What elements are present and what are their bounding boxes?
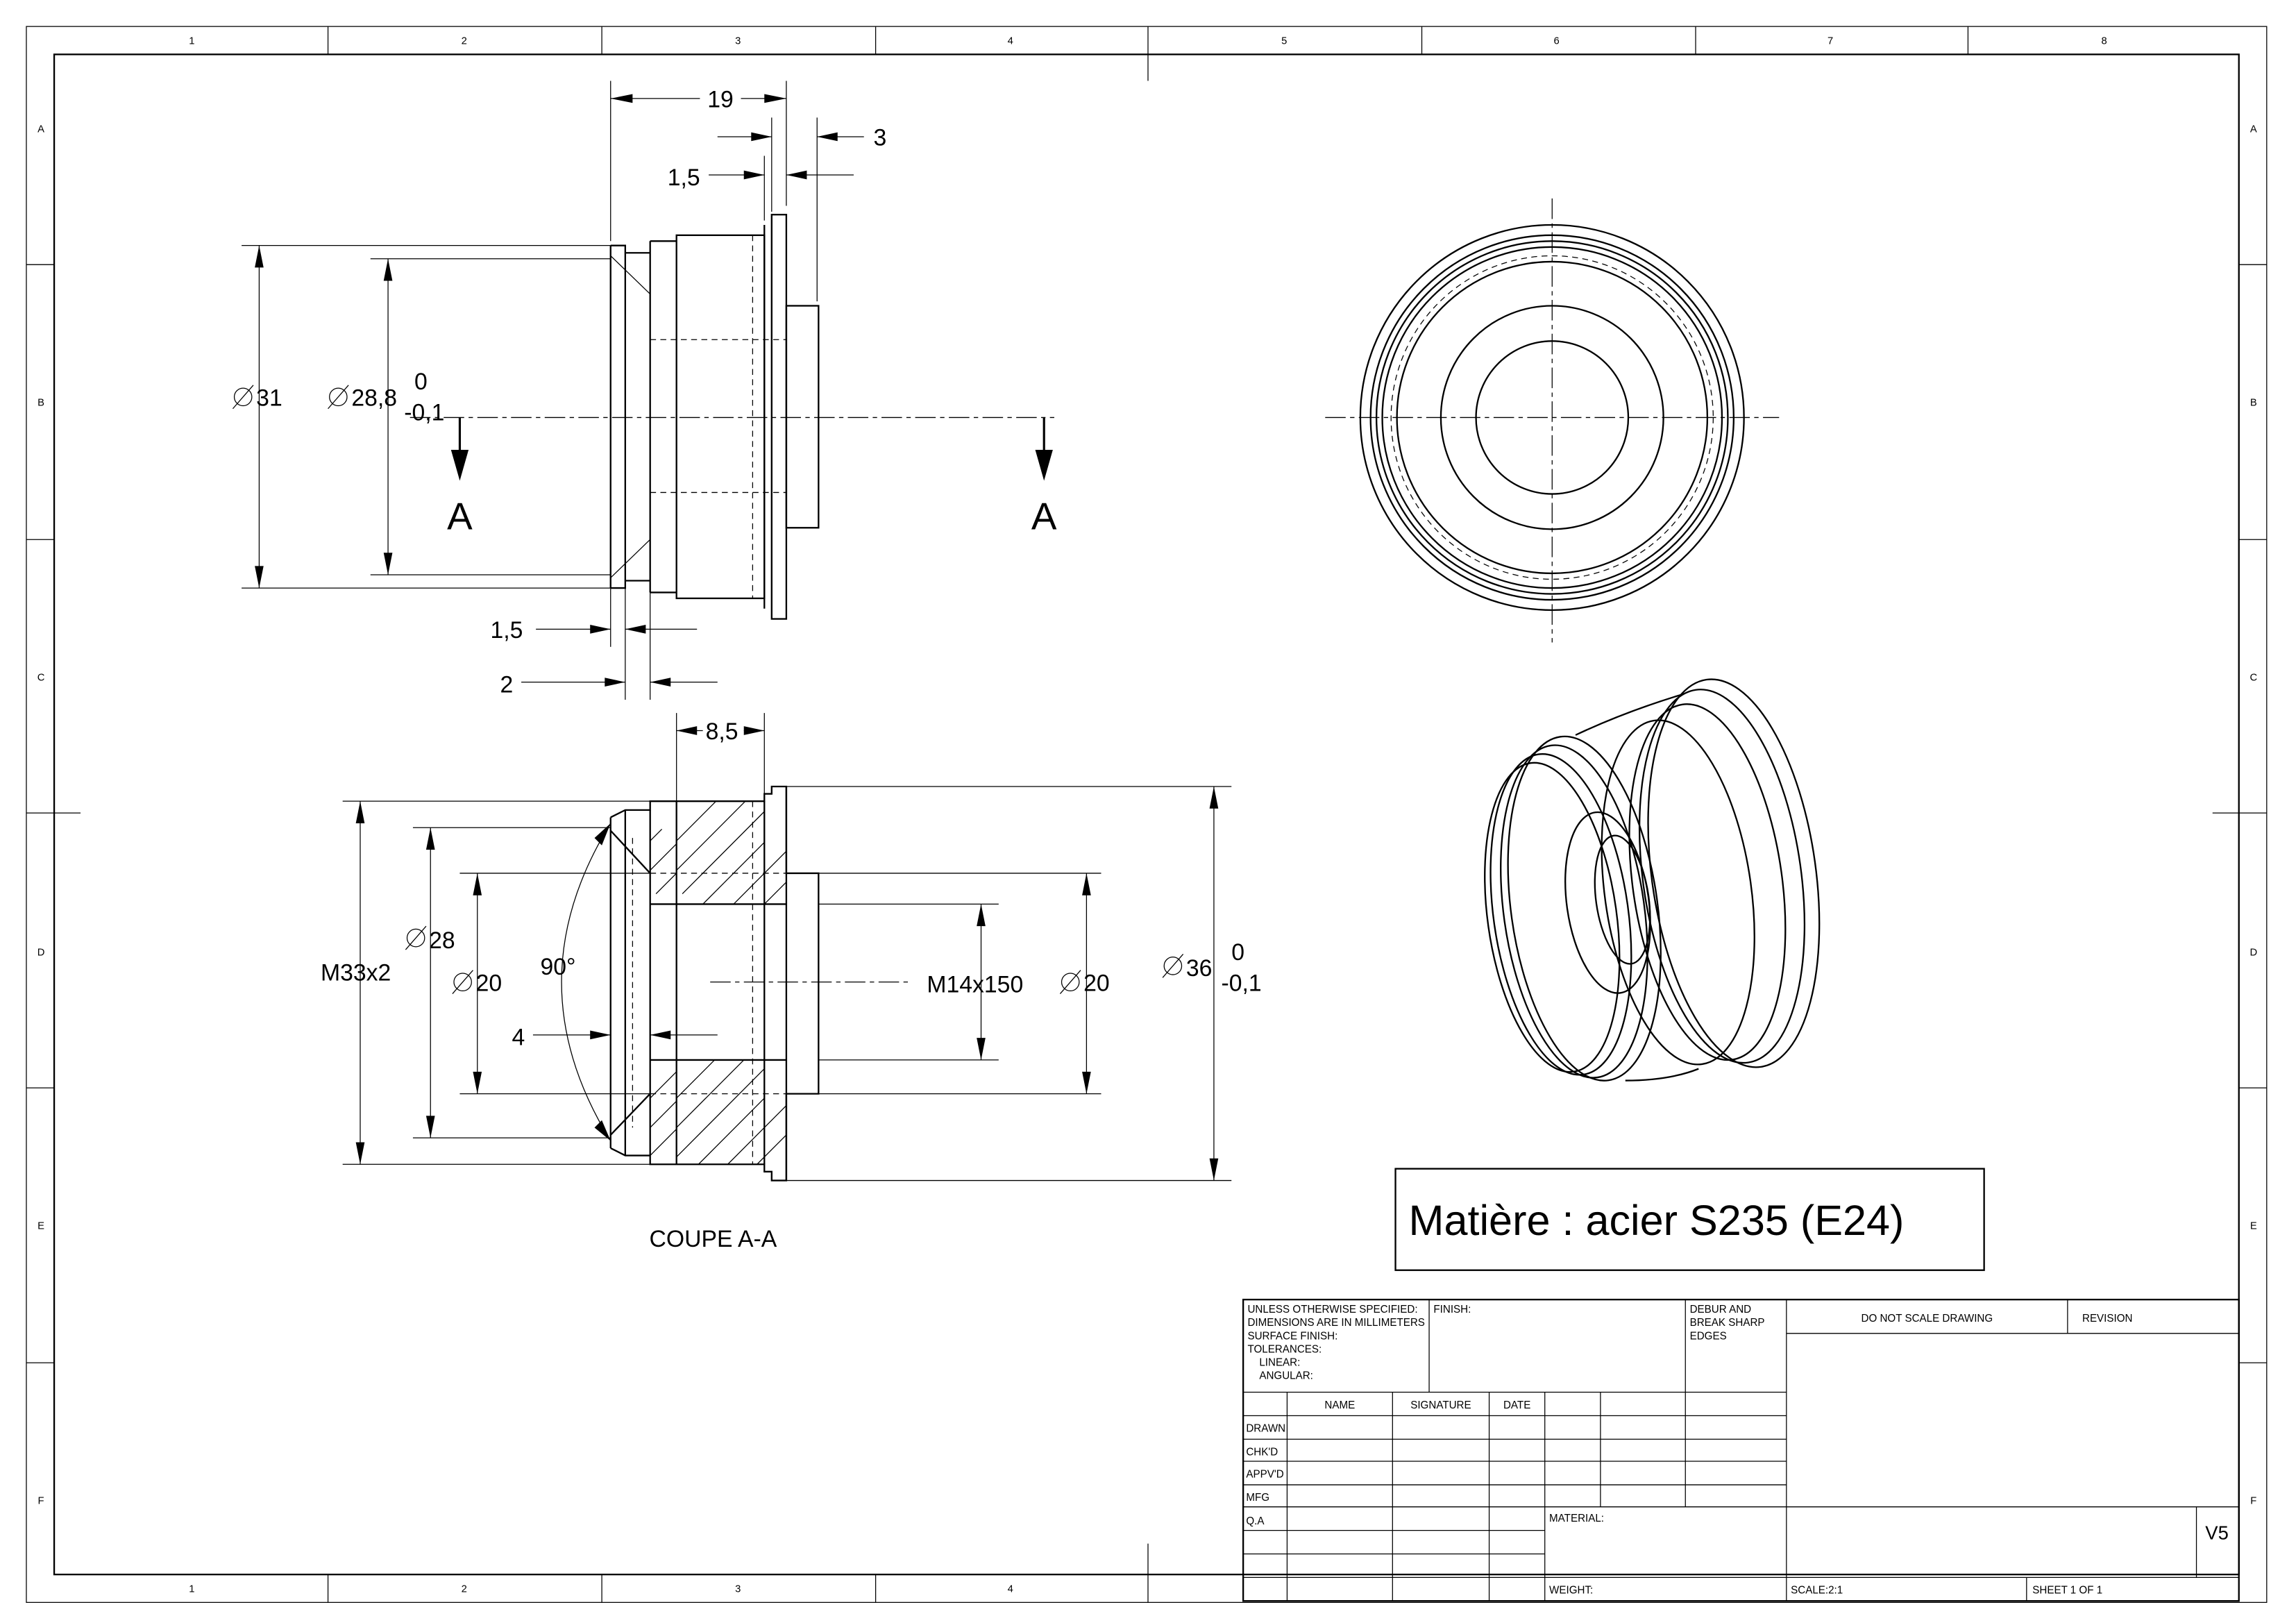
grid-row-e: E: [37, 1220, 44, 1231]
grid-col-5: 5: [1281, 36, 1287, 47]
finish-label: FINISH:: [1433, 1304, 1471, 1315]
grid-row-d: D: [37, 948, 45, 959]
dim-groove-2: 2: [500, 671, 514, 698]
row-drawn: DRAWN: [1246, 1423, 1285, 1435]
grid-col-3: 3: [735, 36, 741, 47]
note-line-4: TOLERANCES:: [1247, 1343, 1322, 1355]
debur-line-2: BREAK SHARP: [1690, 1317, 1765, 1329]
grid-col-6: 6: [1553, 36, 1559, 47]
end-view-circles: [1325, 198, 1780, 643]
isometric-view: [1484, 678, 1821, 1082]
grid-col-2-bottom: 2: [462, 1584, 467, 1595]
dim-dia-28-8-value: 28,8: [351, 385, 397, 411]
dim-dia-36-value: 36: [1186, 955, 1213, 982]
grid-col-8: 8: [2102, 36, 2107, 47]
weight-label: WEIGHT:: [1549, 1585, 1593, 1597]
dim-thread-m14: M14x150: [927, 971, 1023, 998]
grid-row-a-right: A: [2250, 124, 2257, 135]
note-line-6: ANGULAR:: [1259, 1370, 1313, 1381]
grid-row-e-right: E: [2250, 1220, 2257, 1231]
grid-row-c-right: C: [2249, 672, 2257, 683]
grid-row-c: C: [37, 672, 45, 683]
sheet-label: SHEET 1 OF 1: [2032, 1585, 2102, 1597]
do-not-scale: DO NOT SCALE DRAWING: [1862, 1313, 1993, 1325]
section-view: 8,5 M33x2 28 20 90°: [321, 713, 1262, 1252]
grid-row-d-right: D: [2249, 948, 2257, 959]
row-checked: CHK'D: [1246, 1447, 1278, 1458]
dim-dia-28-value: 28: [429, 927, 455, 954]
grid-row-a: A: [37, 124, 44, 135]
section-mark-left: A: [447, 494, 473, 537]
dim-dia-36-tol-lower: -0,1: [1221, 970, 1261, 996]
row-approved: APPV'D: [1246, 1468, 1283, 1480]
dim-dia-20-left-value: 20: [476, 970, 503, 996]
dim-dia-28-8: 28,8 0 -0,1: [328, 369, 444, 426]
dim-groove-1-5: 1,5: [491, 617, 523, 644]
grid-col-2: 2: [462, 36, 467, 47]
material-label: MATERIAL:: [1549, 1513, 1604, 1524]
dim-angle-90: 90°: [540, 954, 575, 980]
note-line-2: DIMENSIONS ARE IN MILLIMETERS: [1247, 1317, 1424, 1329]
note-line-5: LINEAR:: [1259, 1356, 1300, 1368]
dim-dia-36: 36 0 -0,1: [1162, 939, 1262, 996]
dim-dia-28-8-tol-upper: 0: [414, 369, 428, 395]
grid-row-f-right: F: [2250, 1495, 2256, 1506]
side-view: A A 19 3 1,5 31: [232, 81, 1057, 700]
grid-col-1-bottom: 1: [189, 1584, 194, 1595]
row-mfg: MFG: [1246, 1492, 1269, 1504]
dim-dia-20-left: 20: [452, 970, 503, 996]
dim-dia-28: 28: [405, 925, 455, 954]
header-date: DATE: [1503, 1399, 1530, 1411]
dim-dia-36-tol-upper: 0: [1231, 939, 1244, 966]
dim-dia-31-value: 31: [256, 385, 282, 411]
grid-row-f: F: [38, 1495, 44, 1506]
section-caption: COUPE A-A: [650, 1226, 777, 1252]
debur-line-1: DEBUR AND: [1690, 1304, 1752, 1315]
debur-line-3: EDGES: [1690, 1330, 1727, 1342]
dim-chamfer-4: 4: [512, 1025, 525, 1051]
sheet-border: 1 2 3 4 5 6 7 8 1 2 3 4 A B C D E F A B …: [26, 26, 2268, 1603]
grid-col-3-bottom: 3: [735, 1584, 741, 1595]
section-mark-right: A: [1031, 494, 1057, 537]
grid-col-4: 4: [1008, 36, 1013, 47]
dim-dia-20-right: 20: [1059, 970, 1110, 996]
dim-depth-8-5: 8,5: [706, 718, 738, 745]
scale-label: SCALE:2:1: [1791, 1585, 1843, 1597]
header-signature: SIGNATURE: [1410, 1399, 1471, 1411]
revision-label: REVISION: [2082, 1313, 2133, 1325]
dim-length-19: 19: [707, 87, 734, 113]
note-line-3: SURFACE FINISH:: [1247, 1330, 1337, 1342]
dim-dia-28-8-tol-lower: -0,1: [404, 400, 444, 426]
dim-dia-20-right-value: 20: [1083, 970, 1110, 996]
dim-step-1-5: 1,5: [668, 165, 700, 191]
dim-flange-3: 3: [874, 125, 887, 151]
note-line-1: UNLESS OTHERWISE SPECIFIED:: [1247, 1304, 1417, 1315]
grid-row-b: B: [37, 397, 44, 408]
header-name: NAME: [1324, 1399, 1355, 1411]
dim-dia-31: 31: [232, 385, 282, 412]
grid-col-7: 7: [1827, 36, 1833, 47]
grid-col-4-bottom: 4: [1008, 1584, 1013, 1595]
material-note: Matière : acier S235 (E24): [1409, 1197, 1905, 1244]
dim-thread-m33: M33x2: [321, 959, 391, 986]
material-note-box: Matière : acier S235 (E24): [1394, 1168, 1985, 1271]
grid-row-b-right: B: [2250, 397, 2257, 408]
title-block: UNLESS OTHERWISE SPECIFIED: DIMENSIONS A…: [1242, 1298, 2240, 1602]
row-qa: Q.A: [1246, 1515, 1265, 1527]
revision-value: V5: [2205, 1522, 2229, 1543]
grid-col-1: 1: [189, 36, 194, 47]
